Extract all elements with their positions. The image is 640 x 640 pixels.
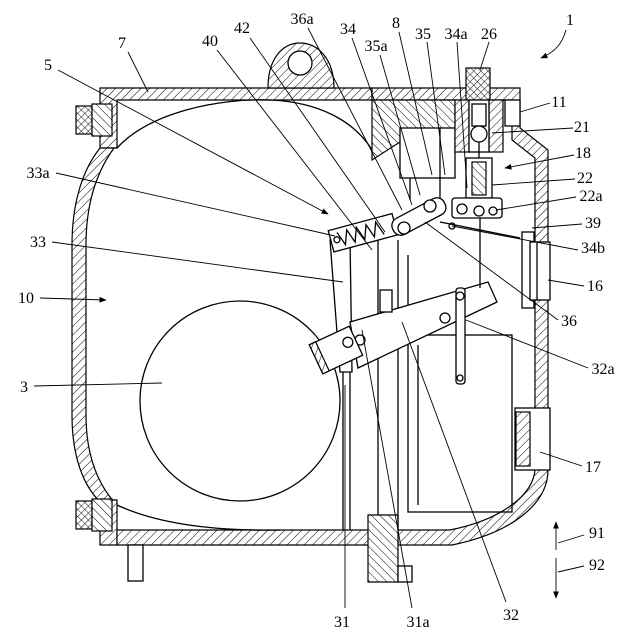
callout-34a: 34a xyxy=(444,26,467,43)
leader-line-16 xyxy=(548,280,584,286)
callout-32: 32 xyxy=(503,607,519,624)
callout-36a: 36a xyxy=(290,11,313,28)
leader-line-33a xyxy=(56,173,335,236)
plug xyxy=(466,68,490,100)
valve-guide xyxy=(472,104,486,126)
callout-42: 42 xyxy=(234,20,250,37)
valve-bore-wall-right xyxy=(489,100,503,152)
callout-35a: 35a xyxy=(364,38,387,55)
callout-5: 5 xyxy=(44,57,52,74)
callout-33a: 33a xyxy=(26,165,49,182)
callout-22: 22 xyxy=(577,170,593,187)
lifting-lug-hole xyxy=(288,51,312,75)
left-curved-wall xyxy=(72,148,114,502)
leader-line-7 xyxy=(128,52,148,92)
leader-line-33 xyxy=(52,242,343,282)
left-foot xyxy=(128,545,143,581)
float-mechanism xyxy=(140,195,520,530)
callout-18: 18 xyxy=(575,145,591,162)
callout-22a: 22a xyxy=(579,188,602,205)
leader-line-22 xyxy=(492,179,575,185)
callout-31: 31 xyxy=(334,614,350,631)
spring-holder-body xyxy=(328,214,397,252)
bottom-wall xyxy=(117,530,370,545)
callout-3: 3 xyxy=(20,379,28,396)
valve-ball xyxy=(471,126,487,142)
valve-cylinder-core xyxy=(472,162,486,195)
callout-34: 34 xyxy=(340,21,356,38)
adjust-nut xyxy=(380,290,392,312)
lever-link-top-pin xyxy=(456,292,464,300)
valve-bore-wall-left xyxy=(455,100,469,152)
leader-line-34b xyxy=(452,226,578,250)
top-bolt-head xyxy=(76,106,92,134)
callout-35: 35 xyxy=(415,26,431,43)
bottom-bolt-head xyxy=(76,501,92,529)
callout-40: 40 xyxy=(202,33,218,50)
callout-33: 33 xyxy=(30,234,46,251)
valve-plate-pin-b xyxy=(474,206,484,216)
float-ball xyxy=(140,301,340,501)
callout-34b: 34b xyxy=(581,240,605,257)
lever-link xyxy=(456,288,465,384)
callout-11: 11 xyxy=(551,94,566,111)
callout-17: 17 xyxy=(585,459,601,476)
leader-line-1 xyxy=(541,30,566,58)
lever-link-bottom-pin xyxy=(457,375,463,381)
callout-91: 91 xyxy=(589,525,605,542)
lever-pin xyxy=(440,313,450,323)
callout-26: 26 xyxy=(481,26,497,43)
chamber-bottom-contour xyxy=(117,505,280,530)
valve-lever-pivot xyxy=(398,222,410,234)
valve-plate-pin-c xyxy=(489,207,497,215)
port-17-thread xyxy=(516,412,530,466)
leader-line-91 xyxy=(558,535,584,543)
callout-16: 16 xyxy=(587,278,603,295)
callout-36: 36 xyxy=(561,313,577,330)
top-cover-wall xyxy=(100,88,372,148)
callout-32a: 32a xyxy=(591,361,614,378)
inlet-box xyxy=(505,100,520,126)
leader-line-92 xyxy=(558,566,584,572)
valve-plate-pin-a xyxy=(457,204,467,214)
spring-holder-pin xyxy=(333,236,340,243)
outlet-port-16 xyxy=(530,242,550,300)
callout-1: 1 xyxy=(566,12,574,29)
top-bolt-nut xyxy=(92,104,112,136)
divider-bottom xyxy=(368,515,398,582)
callout-31a: 31a xyxy=(406,614,429,631)
callout-21: 21 xyxy=(574,119,590,136)
float-lever xyxy=(350,282,497,368)
callout-7: 7 xyxy=(118,35,126,52)
spring-holder xyxy=(328,214,397,252)
callout-10: 10 xyxy=(18,290,34,307)
callout-8: 8 xyxy=(392,15,400,32)
leader-line-26 xyxy=(480,42,489,70)
callout-92: 92 xyxy=(589,557,605,574)
chamber-top-contour xyxy=(117,100,372,150)
callout-39: 39 xyxy=(585,215,601,232)
bottom-bolt-nut xyxy=(92,499,112,531)
leader-line-21 xyxy=(492,128,573,133)
leader-line-11 xyxy=(520,103,550,112)
valve-lever-pin xyxy=(424,200,436,212)
